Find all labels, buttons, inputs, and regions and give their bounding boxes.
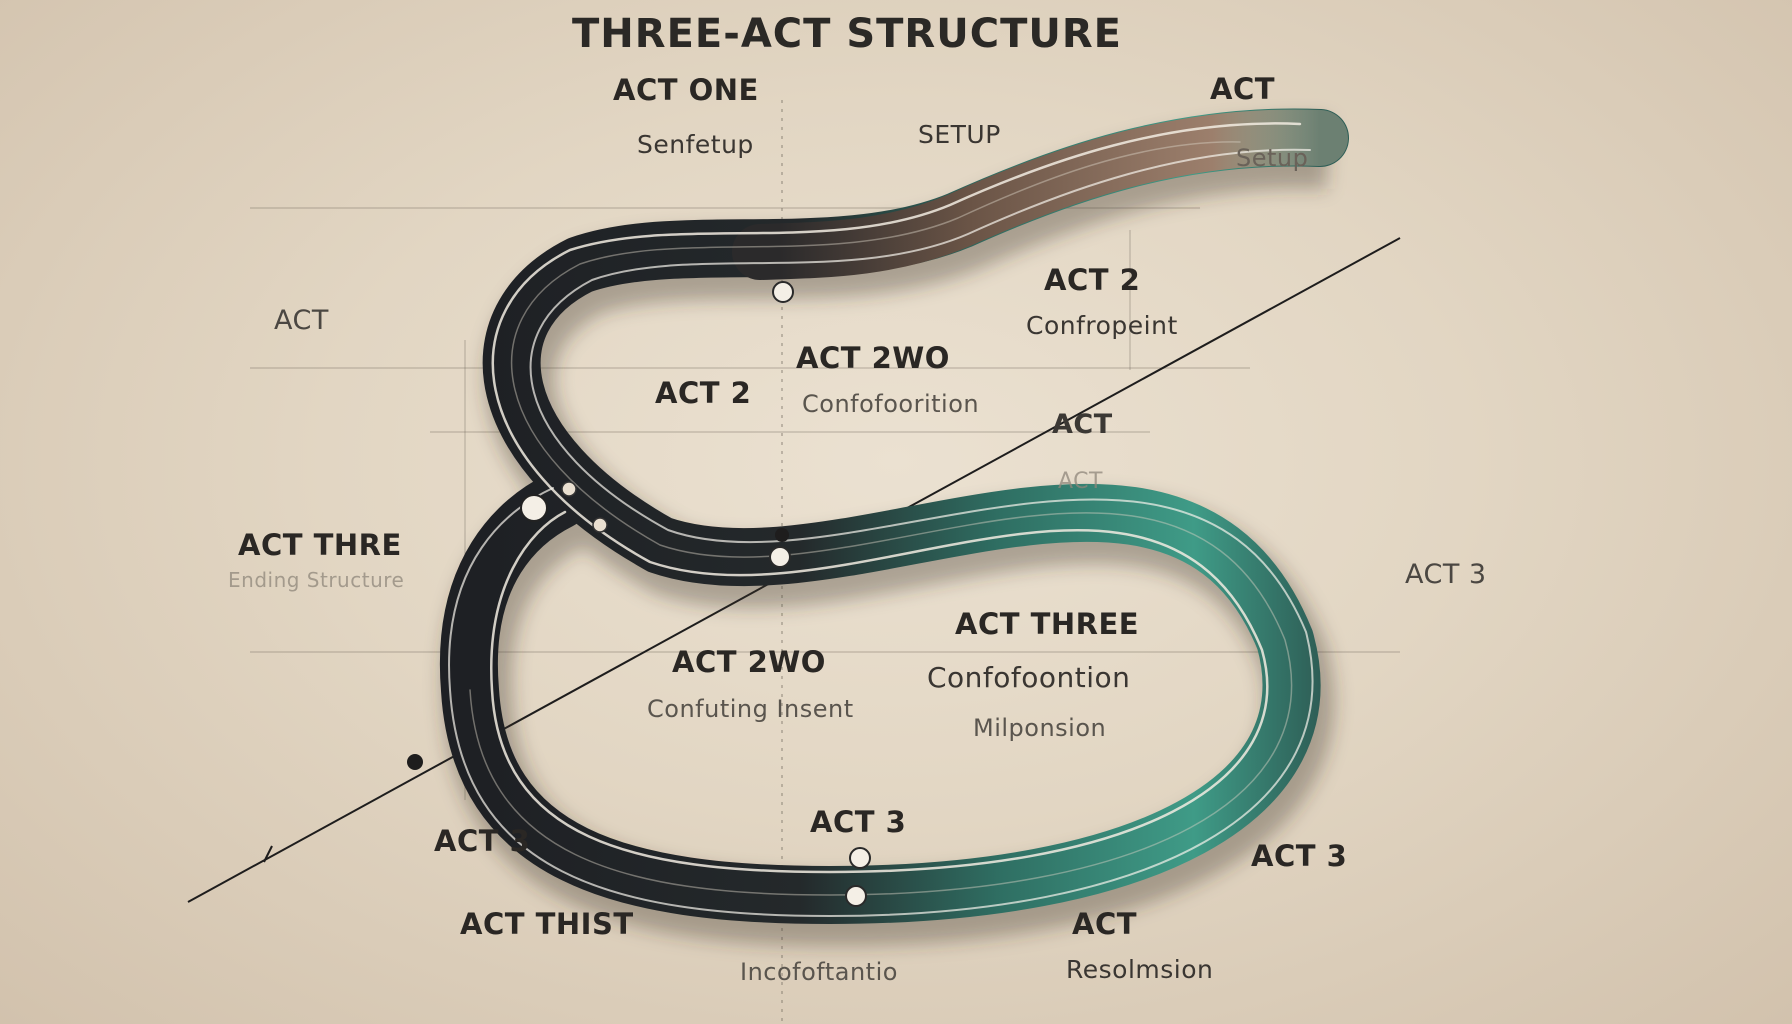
label-setup-right: Setup (1236, 144, 1309, 172)
label-setup-mid: SETUP (918, 120, 1001, 149)
plot-point-bottom-1 (849, 847, 871, 869)
label-confuting-insent: Confuting Insent (647, 695, 854, 723)
label-confofoontion: Confofoontion (927, 661, 1131, 694)
label-act3-far-right: ACT 3 (1405, 559, 1487, 590)
band-rails (448, 122, 1314, 918)
plot-point-small-1 (561, 481, 577, 497)
plot-point-dark-left (407, 754, 423, 770)
label-incofoftantio: Incofoftantio (740, 958, 898, 986)
plot-point-markers (407, 281, 871, 907)
label-act-2wo-upper: ACT 2WO (796, 341, 950, 375)
label-milponsion: Milponsion (973, 714, 1107, 742)
label-act-mid-right: ACT (1052, 409, 1113, 440)
label-confofoorition: Confofoorition (802, 390, 980, 418)
label-act2-right: ACT 2 (1044, 263, 1141, 297)
label-act3-bottom-center: ACT 3 (810, 805, 907, 839)
label-act-left: ACT (274, 305, 329, 336)
diagram-title: THREE-ACT STRUCTURE (572, 11, 1122, 57)
label-act-top-right: ACT (1210, 72, 1276, 106)
plot-point-top (772, 281, 794, 303)
label-act2-inner: ACT 2 (655, 376, 752, 410)
label-resolmsion: Resolmsion (1066, 955, 1214, 984)
label-act-three-left: ACT THRE (238, 528, 402, 562)
label-senfetup: Senfetup (637, 130, 754, 159)
label-act3-bottom-right: ACT 3 (1251, 839, 1348, 873)
plot-point-dark-center (775, 528, 789, 542)
label-act-thist: ACT THIST (460, 907, 634, 941)
label-act-faint: ACT (1058, 469, 1103, 494)
band-rail-outer (490, 122, 1302, 874)
plot-point-bottom-2 (845, 885, 867, 907)
label-act-bottom-right: ACT (1072, 907, 1138, 941)
label-act-2wo-lower: ACT 2WO (672, 645, 826, 679)
label-act3-bottom-left: ACT 3 (434, 824, 531, 858)
story-arc-tail (732, 109, 1348, 280)
label-act-one: ACT ONE (613, 73, 759, 107)
label-confropeint: Confropeint (1026, 311, 1178, 340)
diagonal-tick (263, 845, 273, 863)
plot-point-crossing (520, 494, 548, 522)
label-act-three-center: ACT THREE (955, 607, 1140, 641)
label-ending-structure: Ending Structure (228, 568, 405, 592)
band-rail-center (469, 141, 1293, 896)
plot-point-center (769, 546, 791, 568)
plot-point-small-2 (592, 517, 608, 533)
band-rail-inner (448, 148, 1314, 918)
